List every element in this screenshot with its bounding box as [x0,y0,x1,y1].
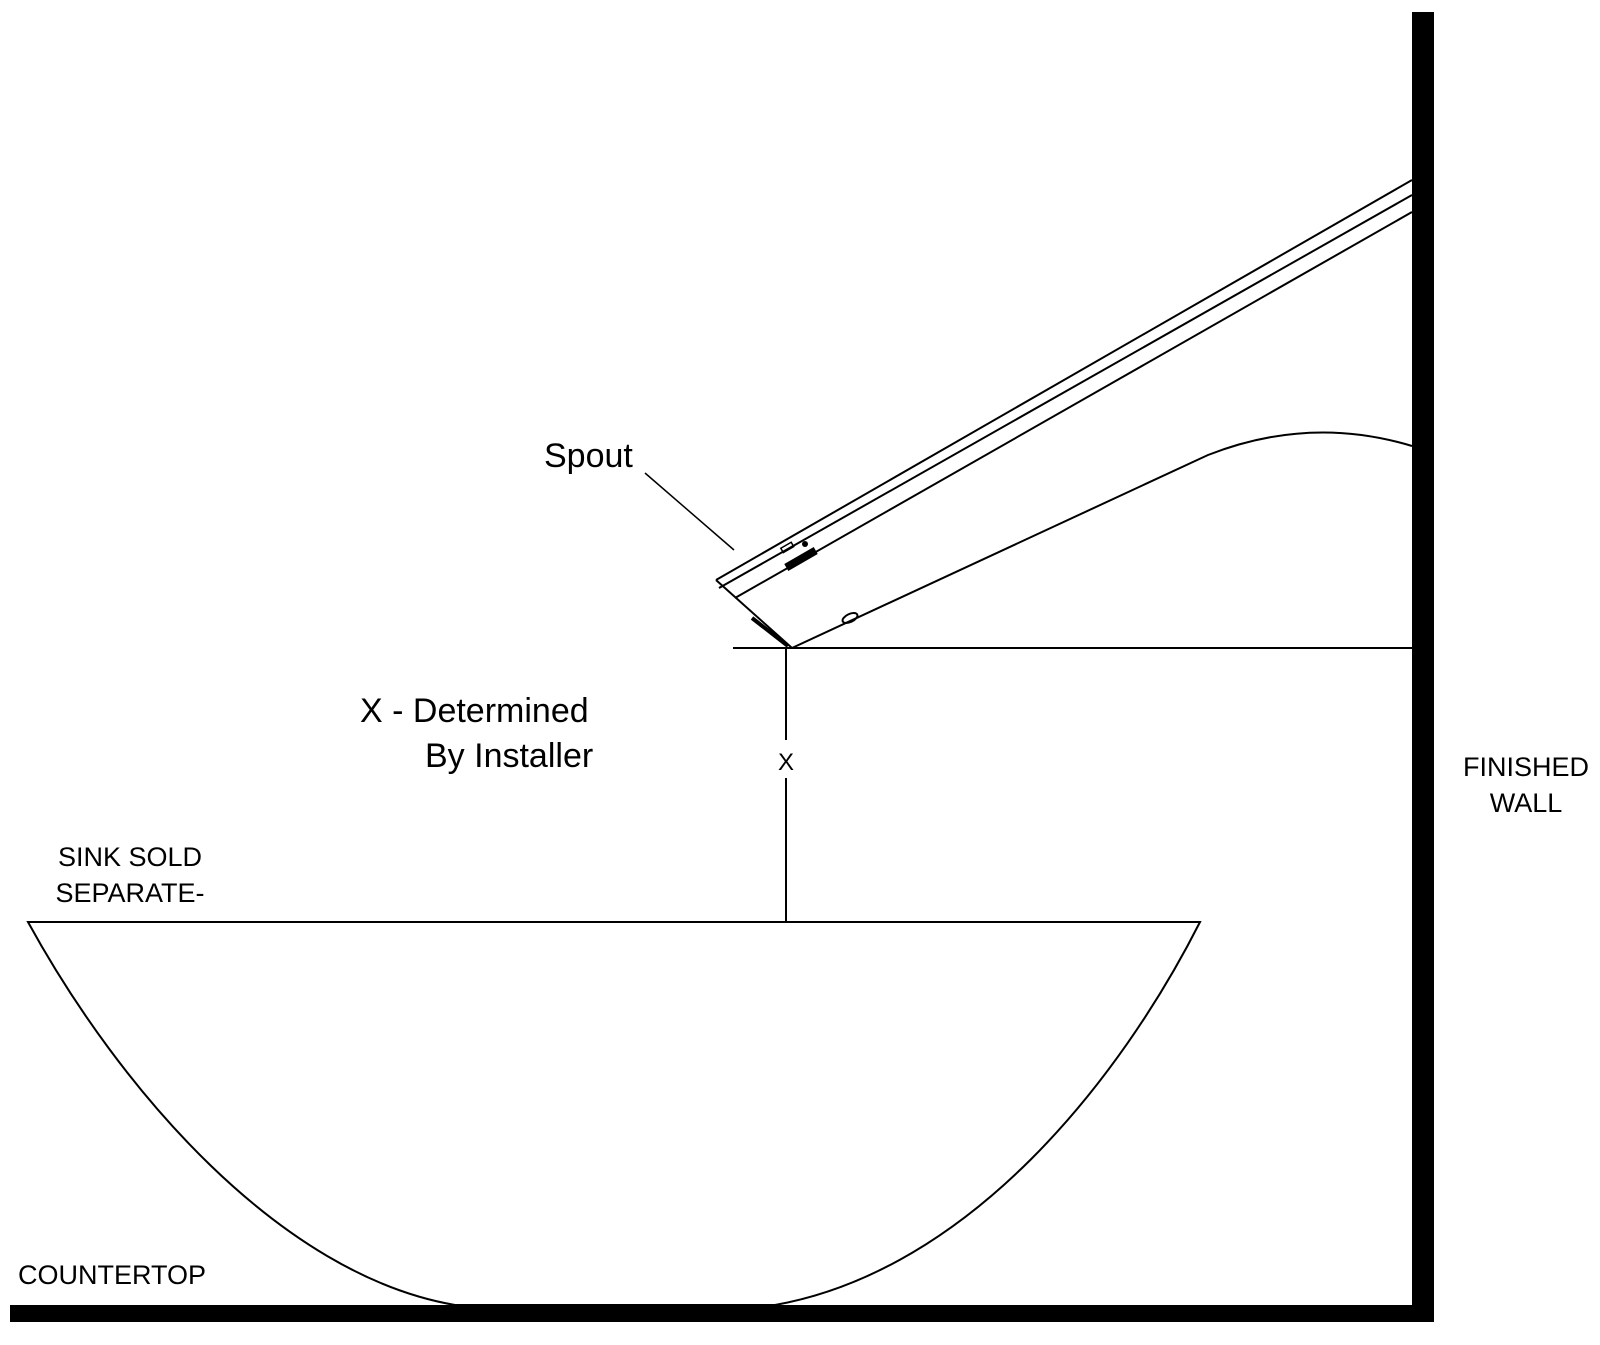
countertop [10,1305,1434,1322]
spout-inner-edge [718,194,1413,589]
spout-aerator [841,612,859,624]
x-marker-label: X [778,749,794,776]
x-note-line1: X - Determined [360,692,589,730]
x-note-line2: By Installer [425,737,593,775]
wall-label-line2: WALL [1490,788,1563,818]
spout-tip-bevel [750,616,790,648]
spout-tip-edge [715,579,793,649]
sink-label-line2: SEPARATE- [55,878,204,908]
spout-lower-edge [734,211,1413,599]
sink-label-line1: SINK SOLD [58,842,202,872]
finished-wall [1412,12,1434,1322]
spout-leader-line [644,472,735,551]
sensor-icon [779,541,818,571]
wall-label-line1: FINISHED [1463,752,1589,782]
spout-label: Spout [544,437,633,475]
sink-bowl [26,921,1202,1306]
spout-top-edge [715,179,1413,581]
countertop-label: COUNTERTOP [18,1260,206,1290]
spout [715,179,1413,649]
spout-underside [791,431,1413,649]
